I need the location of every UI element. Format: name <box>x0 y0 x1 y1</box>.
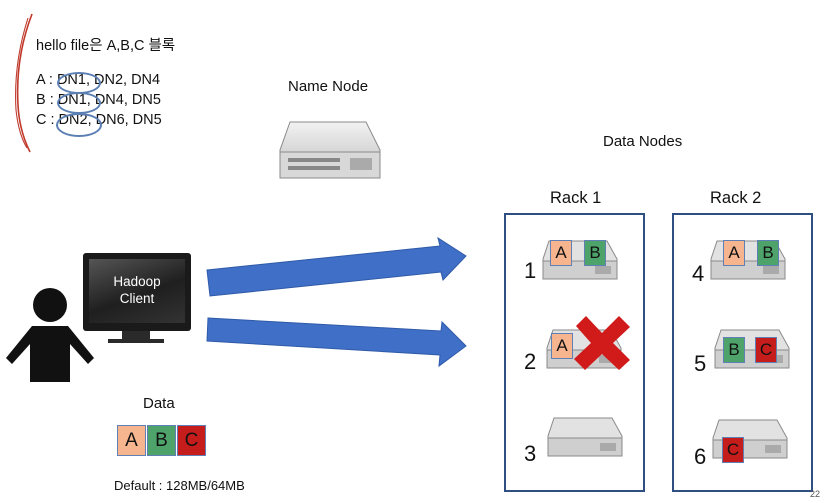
user-person-icon <box>6 288 94 382</box>
node-number-3: 3 <box>524 441 537 466</box>
hadoop-client-monitor: Hadoop Client <box>83 253 191 331</box>
node-number-1: 1 <box>524 258 537 283</box>
rack2-box <box>672 213 813 492</box>
data-nodes-label: Data Nodes <box>603 133 683 150</box>
default-block-size: Default : 128MB/64MB <box>114 478 245 493</box>
dn1-circle-b <box>57 92 101 114</box>
monitor-base <box>108 339 164 343</box>
failure-x-icon <box>574 316 630 370</box>
data-block-b: B <box>147 425 176 456</box>
dn2-circle-c <box>56 113 102 137</box>
node-4-block-a: A <box>723 240 745 266</box>
name-node-label: Name Node <box>288 78 369 95</box>
node-number-2: 2 <box>524 349 537 374</box>
client-label-line2: Client <box>119 291 155 306</box>
annotation-bracket <box>15 13 33 153</box>
node-number-6: 6 <box>694 444 707 469</box>
node-6-block-c: C <box>722 437 744 463</box>
rack2-title: Rack 2 <box>710 189 762 207</box>
node-1-block-a: A <box>550 240 572 266</box>
client-screen: Hadoop Client <box>89 259 185 323</box>
node-1-block-b: B <box>584 240 606 266</box>
node-2-block-a: A <box>551 333 573 359</box>
data-label: Data <box>143 395 175 412</box>
dn1-circle-a <box>57 72 101 94</box>
data-block-a: A <box>117 425 146 456</box>
node-number-5: 5 <box>694 351 707 376</box>
arrows <box>206 236 467 368</box>
lower-arrow <box>206 317 467 368</box>
monitor-stand <box>122 331 150 339</box>
node-5-block-c: C <box>755 337 777 363</box>
page-number: 22 <box>810 489 821 499</box>
name-node-server-icon <box>279 121 381 179</box>
rack1-box <box>504 213 645 492</box>
node-5-block-b: B <box>723 337 745 363</box>
data-node-3-server-icon <box>547 417 623 457</box>
node-number-4: 4 <box>692 261 705 286</box>
data-block-c: C <box>177 425 206 456</box>
rack1-title: Rack 1 <box>550 189 602 207</box>
notes-title: hello file은 A,B,C 블록 <box>36 38 176 54</box>
upper-arrow <box>206 236 467 297</box>
node-4-block-b: B <box>757 240 779 266</box>
client-label-line1: Hadoop <box>113 274 161 289</box>
